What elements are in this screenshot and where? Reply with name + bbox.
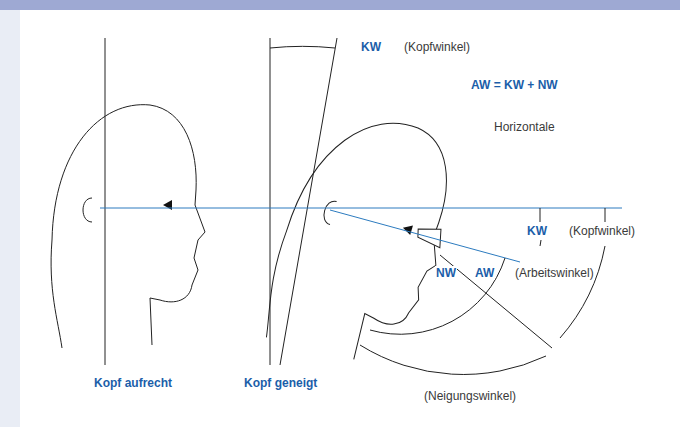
nw-outer-arc [360,345,546,374]
angle-name: (Arbeitswinkel) [514,266,595,280]
figure-caption: Kopf geneigt [243,376,318,390]
tick [540,208,541,222]
angle-abbrev: NW [435,266,457,280]
figure-caption: Kopf aufrecht [93,376,173,390]
kw-arc [540,240,541,246]
axis-label: Horizontale [493,120,556,134]
angle-abbrev: KW [526,224,548,238]
top-bar [0,0,680,10]
horizontal-line [100,208,622,209]
angle-name: (Kopfwinkel) [403,40,471,54]
formula: AW = KW + NW [470,78,559,92]
aw-arc [560,246,605,338]
head-angle-arc [270,46,335,48]
head-upright [51,105,205,348]
vertical-line [105,38,106,365]
angle-name: (Kopfwinkel) [568,224,636,238]
nw-arc [370,258,505,334]
angle-abbrev: KW [360,40,382,54]
tilted-line [280,38,337,365]
head-tilted [256,100,471,376]
sight-line [330,210,520,262]
tick [605,208,606,222]
side-strip [0,10,20,427]
vertical-line [270,38,271,365]
angle-name: (Neigungswinkel) [423,389,517,403]
angle-abbrev: AW [474,266,495,280]
